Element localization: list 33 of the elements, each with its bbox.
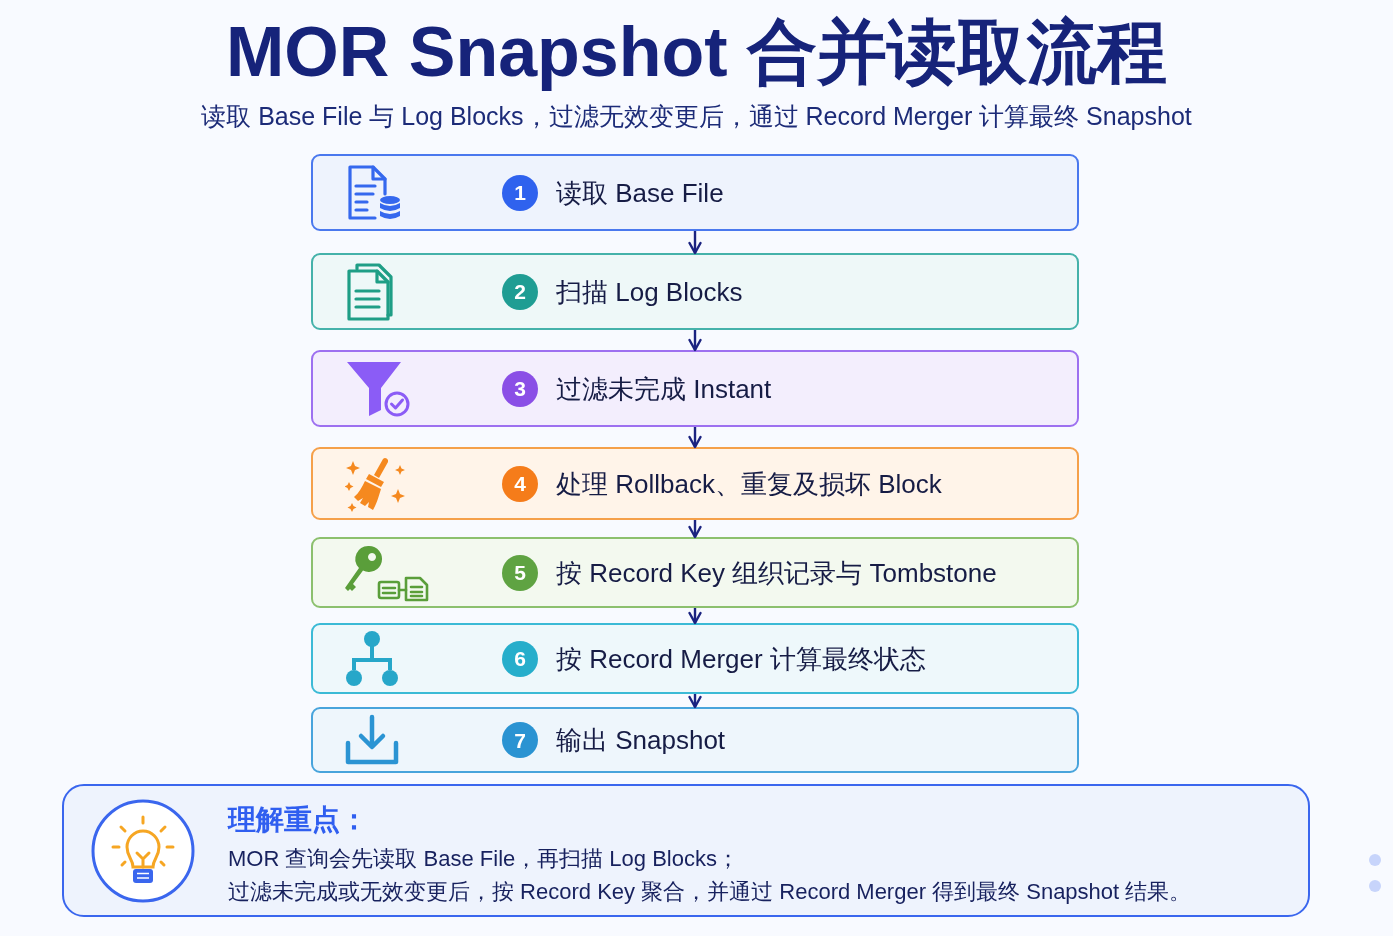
note-text: 过滤未完成或无效变更后，按 Record Key 聚合，并通过 Record Merger 得到最终 Snapshot 结果。 bbox=[228, 878, 1192, 906]
step-box bbox=[311, 253, 1079, 330]
step-box bbox=[311, 707, 1079, 773]
step-box bbox=[311, 350, 1079, 427]
step-box bbox=[311, 623, 1079, 694]
step-box bbox=[311, 537, 1079, 608]
arrow bbox=[688, 608, 702, 625]
step-number: 4 bbox=[502, 465, 538, 502]
note-heading: 理解重点： bbox=[228, 803, 368, 837]
step-number: 2 bbox=[502, 273, 538, 310]
step-number: 7 bbox=[502, 722, 538, 758]
step-label: 读取 Base File bbox=[556, 179, 724, 206]
note-box bbox=[62, 784, 1310, 917]
arrow bbox=[688, 694, 702, 709]
subtitle: 读取 Base File 与 Log Blocks，过滤无效变更后，通过 Record Merger 计算最终 Snapshot bbox=[201, 101, 1192, 132]
step-number: 5 bbox=[502, 554, 538, 591]
title: MOR Snapshot 合并读取流程 bbox=[225, 12, 1168, 93]
step-label: 按 Record Merger 计算最终状态 bbox=[556, 645, 926, 672]
arrow bbox=[688, 520, 702, 539]
step-label: 输出 Snapshot bbox=[556, 727, 726, 753]
arrow bbox=[688, 231, 702, 255]
step-number: 3 bbox=[502, 370, 538, 407]
step-label: 按 Record Key 组织记录与 Tombstone bbox=[556, 559, 997, 586]
step-box bbox=[311, 154, 1079, 231]
step-label: 扫描 Log Blocks bbox=[556, 278, 743, 305]
arrow bbox=[688, 427, 702, 449]
step-label: 处理 Rollback、重复及损坏 Block bbox=[556, 470, 942, 497]
step-number: 6 bbox=[502, 640, 538, 677]
step-number: 1 bbox=[502, 174, 538, 211]
arrow bbox=[688, 330, 702, 352]
note-text: MOR 查询会先读取 Base File，再扫描 Log Blocks； bbox=[228, 845, 739, 873]
step-label: 过滤未完成 Instant bbox=[556, 375, 772, 402]
step-box bbox=[311, 447, 1079, 520]
